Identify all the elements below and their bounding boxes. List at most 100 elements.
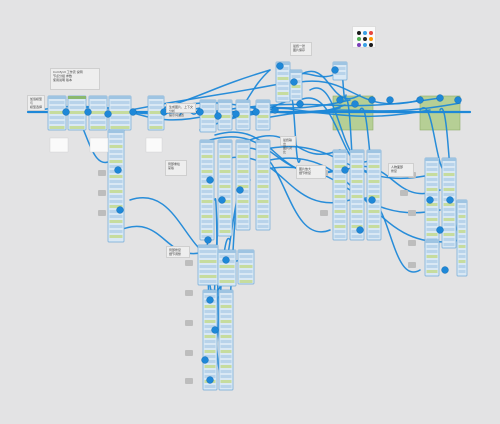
workflow-node[interactable] <box>456 199 468 277</box>
node-widget-row[interactable] <box>149 116 163 119</box>
link-reroute-node[interactable] <box>206 296 214 304</box>
node-widget-row[interactable] <box>220 320 232 323</box>
node-widget-row[interactable] <box>201 145 213 148</box>
node-widget-row[interactable] <box>220 355 232 358</box>
node-widget-row[interactable] <box>277 72 289 75</box>
node-widget-row[interactable] <box>149 101 163 104</box>
image-preview-card[interactable] <box>49 137 69 153</box>
node-widget-row[interactable] <box>334 205 346 208</box>
node-widget-row[interactable] <box>458 255 466 258</box>
node-widget-row[interactable] <box>220 360 232 363</box>
node-widget-row[interactable] <box>201 175 213 178</box>
workflow-node[interactable] <box>217 249 237 287</box>
node-widget-row[interactable] <box>219 190 231 193</box>
node-widget-row[interactable] <box>219 220 231 223</box>
node-widget-row[interactable] <box>237 175 249 178</box>
node-widget-row[interactable] <box>257 175 269 178</box>
workflow-node[interactable] <box>217 139 233 237</box>
node-widget-row[interactable] <box>219 175 231 178</box>
workflow-node[interactable] <box>366 149 382 241</box>
node-widget-row[interactable] <box>220 340 232 343</box>
node-widget-row[interactable] <box>334 200 346 203</box>
link-reroute-node[interactable] <box>331 66 339 74</box>
node-widget-row[interactable] <box>334 215 346 218</box>
node-widget-row[interactable] <box>201 210 213 213</box>
link-reroute-node[interactable] <box>336 96 344 104</box>
node-widget-row[interactable] <box>426 250 438 253</box>
node-widget-row[interactable] <box>443 223 455 226</box>
link-reroute-node[interactable] <box>441 266 449 274</box>
node-widget-row[interactable] <box>351 200 363 203</box>
workflow-node[interactable] <box>237 249 255 285</box>
node-widget-row[interactable] <box>458 210 466 213</box>
node-widget-row[interactable] <box>109 175 123 178</box>
node-widget-row[interactable] <box>458 260 466 263</box>
link-reroute-node[interactable] <box>368 196 376 204</box>
node-widget-row[interactable] <box>368 205 380 208</box>
node-widget-row[interactable] <box>219 205 231 208</box>
node-widget-row[interactable] <box>334 165 346 168</box>
node-widget-row[interactable] <box>257 215 269 218</box>
node-widget-row[interactable] <box>109 185 123 188</box>
node-widget-row[interactable] <box>237 220 249 223</box>
node-widget-row[interactable] <box>109 155 123 158</box>
node-widget-row[interactable] <box>237 105 249 108</box>
node-widget-row[interactable] <box>257 185 269 188</box>
node-widget-row[interactable] <box>237 210 249 213</box>
collapsed-node[interactable] <box>98 170 106 176</box>
node-widget-row[interactable] <box>443 228 455 231</box>
collapsed-node[interactable] <box>98 210 106 216</box>
node-widget-row[interactable] <box>49 121 65 124</box>
node-widget-row[interactable] <box>109 145 123 148</box>
node-widget-row[interactable] <box>368 190 380 193</box>
node-widget-row[interactable] <box>49 126 65 129</box>
node-widget-row[interactable] <box>237 160 249 163</box>
node-widget-row[interactable] <box>368 170 380 173</box>
node-widget-row[interactable] <box>351 215 363 218</box>
link-reroute-node[interactable] <box>84 108 92 116</box>
link-reroute-node[interactable] <box>116 206 124 214</box>
node-widget-row[interactable] <box>219 215 231 218</box>
node-widget-row[interactable] <box>257 160 269 163</box>
collapsed-node[interactable] <box>408 210 416 216</box>
workflow-node[interactable] <box>275 61 291 103</box>
node-widget-row[interactable] <box>334 225 346 228</box>
node-widget-row[interactable] <box>351 190 363 193</box>
color-swatch[interactable] <box>369 31 373 35</box>
node-widget-row[interactable] <box>334 185 346 188</box>
node-widget-row[interactable] <box>219 265 235 268</box>
node-widget-row[interactable] <box>237 145 249 148</box>
link-reroute-node[interactable] <box>416 96 424 104</box>
node-widget-row[interactable] <box>443 218 455 221</box>
link-reroute-node[interactable] <box>222 256 230 264</box>
node-widget-row[interactable] <box>351 175 363 178</box>
workflow-node[interactable] <box>107 129 125 243</box>
node-widget-row[interactable] <box>277 67 289 70</box>
image-preview-card[interactable] <box>89 137 109 153</box>
workflow-node[interactable] <box>235 99 251 131</box>
node-widget-row[interactable] <box>109 165 123 168</box>
node-widget-row[interactable] <box>257 210 269 213</box>
node-widget-row[interactable] <box>219 180 231 183</box>
node-widget-row[interactable] <box>351 205 363 208</box>
node-widget-row[interactable] <box>204 325 216 328</box>
node-widget-row[interactable] <box>426 228 438 231</box>
node-widget-row[interactable] <box>351 225 363 228</box>
node-widget-row[interactable] <box>291 85 301 88</box>
node-widget-row[interactable] <box>334 72 346 75</box>
node-widget-row[interactable] <box>201 195 213 198</box>
node-widget-row[interactable] <box>220 325 232 328</box>
node-widget-row[interactable] <box>201 215 213 218</box>
link-reroute-node[interactable] <box>454 96 462 104</box>
node-widget-row[interactable] <box>239 270 253 273</box>
node-widget-row[interactable] <box>199 270 217 273</box>
node-widget-row[interactable] <box>220 370 232 373</box>
node-widget-row[interactable] <box>426 183 438 186</box>
workflow-node[interactable] <box>349 149 365 241</box>
node-widget-row[interactable] <box>458 235 466 238</box>
node-widget-row[interactable] <box>109 135 123 138</box>
color-swatch[interactable] <box>369 43 373 47</box>
node-widget-row[interactable] <box>219 275 235 278</box>
node-widget-row[interactable] <box>220 335 232 338</box>
